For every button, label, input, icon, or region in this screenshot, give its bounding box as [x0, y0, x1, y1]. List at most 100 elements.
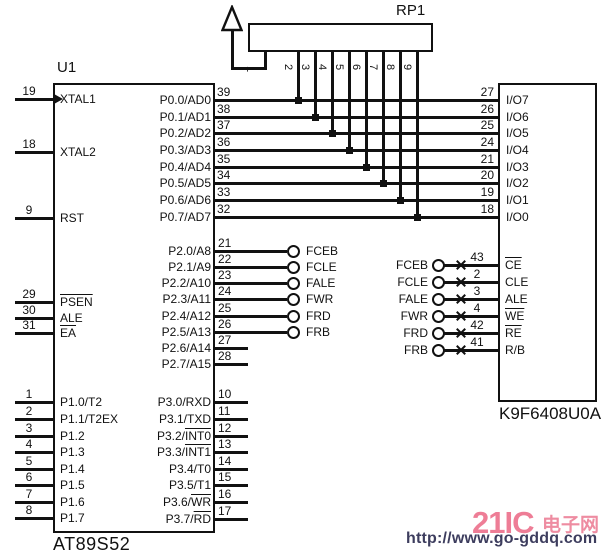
- pin-label: I/O2: [506, 176, 529, 190]
- wire: [215, 149, 498, 152]
- wire: [15, 501, 53, 504]
- junction-dot: [295, 97, 302, 104]
- mcu-part: AT89S52: [53, 534, 131, 554]
- wire: [215, 298, 287, 301]
- pin-label: P0.5/AD5: [159, 176, 211, 190]
- wire: [314, 52, 317, 117]
- pin-number: 15: [218, 470, 232, 484]
- watermark-logo-cn: 电子网: [542, 515, 600, 536]
- pin-number: 11: [218, 404, 231, 418]
- pin-label: P3.5/T1: [168, 478, 211, 492]
- net-label: FRB: [306, 325, 330, 339]
- rp-pin-number: 7: [367, 63, 379, 71]
- pin-label: P1.1/T2EX: [60, 412, 119, 426]
- wire: [15, 418, 53, 421]
- net-label: FWR: [306, 292, 334, 306]
- wire: [444, 298, 498, 301]
- pin-label: P3.6/WR: [162, 495, 211, 509]
- pin-number: 24: [480, 135, 494, 149]
- terminal-circle-icon: [287, 261, 300, 274]
- pin-number: 17: [218, 504, 232, 518]
- terminal-circle-icon: [287, 310, 300, 323]
- net-label: FRB: [404, 343, 428, 357]
- wire: [215, 418, 248, 421]
- pin-number: 18: [22, 137, 36, 151]
- pin-label: P3.4/T0: [168, 462, 211, 476]
- pin-number: 36: [217, 135, 231, 149]
- pin-number: 13: [218, 437, 232, 451]
- pin-number: 2: [473, 267, 481, 281]
- pin-number: 42: [470, 318, 484, 332]
- pin-label: R/B: [505, 343, 526, 357]
- wire: [264, 52, 267, 70]
- wire: [15, 517, 53, 520]
- net-label: FALE: [306, 276, 336, 290]
- watermark-logo: 21IC: [472, 505, 534, 540]
- net-label: FCEB: [306, 244, 339, 258]
- pin-label: ALE: [505, 292, 528, 306]
- pin-number: 3: [473, 284, 481, 298]
- net-label: FWR: [400, 309, 428, 323]
- wire: [215, 116, 498, 119]
- wire: [215, 266, 287, 269]
- pin-number: 28: [218, 349, 232, 363]
- rp-pin-number: 9: [401, 63, 413, 71]
- mcu-refdes: U1: [57, 59, 77, 76]
- wire: [215, 518, 248, 521]
- rp-refdes: RP1: [396, 2, 426, 19]
- pin-label: ALE: [60, 311, 83, 325]
- rp-pin-number: 1: [244, 65, 256, 73]
- pin-number: 19: [480, 185, 494, 199]
- pin-label: P1.6: [60, 495, 85, 509]
- pin-label: I/O3: [506, 160, 529, 174]
- pin-number: 8: [25, 503, 33, 517]
- wire: [331, 52, 334, 133]
- pin-number: 38: [217, 102, 231, 116]
- junction-dot: [414, 214, 421, 221]
- rp-pin-number: 5: [333, 63, 345, 71]
- pin-label: P0.4/AD4: [159, 160, 211, 174]
- pin-label: P3.0/RXD: [157, 395, 211, 409]
- junction-dot: [312, 114, 319, 121]
- wire: [365, 52, 368, 167]
- pin-number: 19: [22, 84, 36, 98]
- wire: [215, 401, 248, 404]
- wire: [231, 67, 267, 70]
- pin-number: 29: [22, 287, 36, 301]
- pin-label: P0.2/AD2: [159, 126, 211, 140]
- wire: [215, 132, 498, 135]
- pin-label: PSEN: [60, 295, 93, 309]
- wire: [416, 52, 419, 217]
- pin-label: XTAL2: [60, 145, 96, 159]
- resistor-pack-body: [248, 23, 433, 52]
- vcc-power-arrow-icon: [221, 5, 243, 32]
- wire: [215, 501, 248, 504]
- wire: [444, 332, 498, 335]
- pin-label: P0.3/AD3: [159, 143, 211, 157]
- net-label: FRD: [403, 326, 428, 340]
- wire: [444, 315, 498, 318]
- junction-dot: [397, 197, 404, 204]
- pin-number: 21: [218, 236, 232, 250]
- pin-label: P2.0/A8: [168, 244, 211, 258]
- junction-dot: [380, 180, 387, 187]
- terminal-circle-icon: [287, 293, 300, 306]
- wire: [15, 484, 53, 487]
- pin-number: 25: [480, 118, 494, 132]
- junction-dot: [346, 147, 353, 154]
- net-label: FRD: [306, 309, 331, 323]
- rp-pin-number: 2: [282, 63, 294, 71]
- pin-number: 33: [217, 185, 231, 199]
- wire: [215, 282, 287, 285]
- wire: [231, 29, 234, 70]
- pin-number: 3: [25, 421, 33, 435]
- pin-number: 37: [217, 118, 231, 132]
- pin-number: 32: [217, 202, 231, 216]
- terminal-circle-icon: [287, 245, 300, 258]
- terminal-circle-icon: [287, 277, 300, 290]
- pin-number: 30: [22, 303, 36, 317]
- wire: [297, 52, 300, 100]
- pin-label: I/O0: [506, 210, 529, 224]
- wire: [15, 301, 53, 304]
- pin-label: P3.3/INT1: [156, 445, 211, 459]
